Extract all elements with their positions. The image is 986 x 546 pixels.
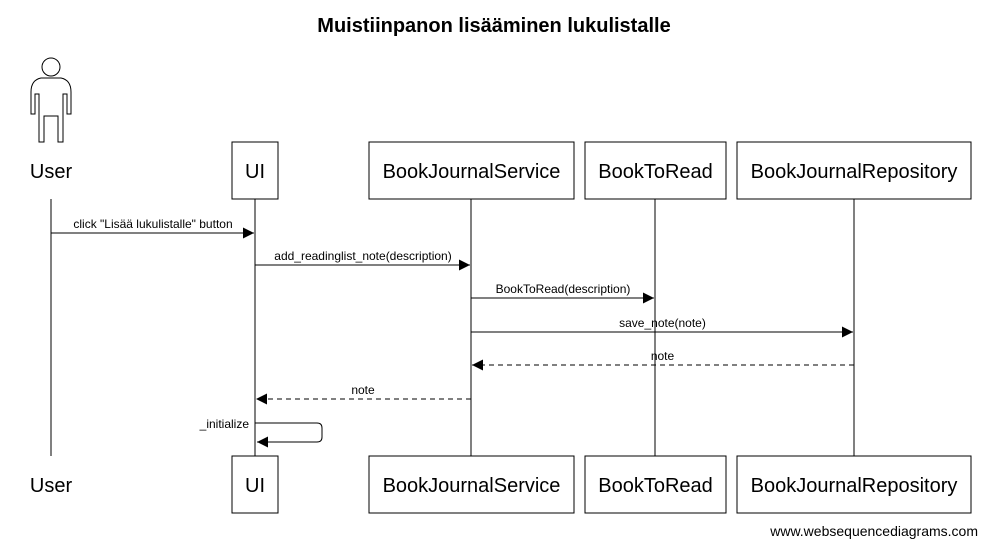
participant-box-service-top <box>368 141 575 200</box>
messages: click "Lisää lukulistalle" button add_rea… <box>51 217 854 448</box>
lifelines <box>50 199 855 456</box>
participant-label-repo-bottom: BookJournalRepository <box>751 475 958 497</box>
participant-label-user-bottom: User <box>30 475 73 497</box>
message-label: click "Lisää lukulistalle" button <box>73 217 232 231</box>
participant-box-ui-bottom <box>231 455 279 514</box>
participant-box-ui-top <box>231 141 279 200</box>
message-label: add_readinglist_note(description) <box>274 249 451 263</box>
participant-label-ui-bottom: UI <box>245 475 265 497</box>
message-4: note <box>472 349 854 371</box>
participant-label-book-top: BookToRead <box>598 161 713 183</box>
actor-figure-icon <box>30 57 72 143</box>
participant-box-service-bottom <box>368 455 575 514</box>
message-label: BookToRead(description) <box>496 282 631 296</box>
message-3: save_note(note) <box>471 316 853 338</box>
participant-box-book-top <box>584 141 727 200</box>
participant-box-repo-top <box>736 141 972 200</box>
diagram-title: Muistiinpanon lisääminen lukulistalle <box>317 15 670 37</box>
message-label: note <box>651 349 675 363</box>
credit-text: www.websequencediagrams.com <box>769 523 978 539</box>
message-label: _initialize <box>199 417 250 431</box>
participant-box-repo-bottom <box>736 455 972 514</box>
participant-box-book-bottom <box>584 455 727 514</box>
participant-label-service-top: BookJournalService <box>383 161 561 183</box>
participant-label-repo-top: BookJournalRepository <box>751 161 958 183</box>
participant-label-service-bottom: BookJournalService <box>383 475 561 497</box>
message-0: click "Lisää lukulistalle" button <box>51 217 254 239</box>
message-5: note <box>256 383 471 405</box>
message-2: BookToRead(description) <box>471 282 654 304</box>
participant-label-ui-top: UI <box>245 161 265 183</box>
message-1: add_readinglist_note(description) <box>255 249 470 271</box>
message-6: _initialize <box>199 417 323 448</box>
participant-label-book-bottom: BookToRead <box>598 475 713 497</box>
message-label: save_note(note) <box>619 316 706 330</box>
message-label: note <box>351 383 375 397</box>
participants: UserUserUIUIBookJournalServiceBookJourna… <box>30 57 972 514</box>
self-message-arrow <box>255 422 323 448</box>
participant-label-user-top: User <box>30 161 73 183</box>
